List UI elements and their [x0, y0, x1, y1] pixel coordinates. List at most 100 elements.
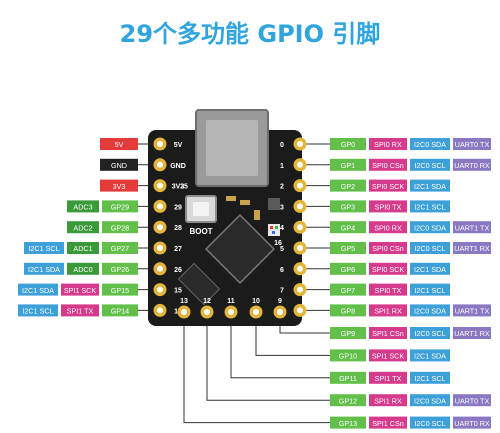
pin-number: 7: [280, 288, 284, 295]
pin-label-box: [330, 242, 366, 254]
pin-pad-hole: [157, 245, 163, 251]
pin-number: 29: [174, 204, 182, 211]
pin-label-text: SPI0 TX: [375, 286, 402, 295]
pin-label-text: GP13: [339, 419, 357, 428]
pin-label-spi: SPI0 RX: [369, 221, 407, 234]
pin-label-text: GP2: [341, 182, 355, 191]
pin-label-box: [100, 179, 138, 192]
pin-label-box: [369, 394, 407, 407]
pin-label-i2c: I2C1 SCL: [18, 304, 58, 317]
pin-label-text: GP27: [111, 244, 129, 253]
pin-label-gpio: GP27: [102, 242, 138, 254]
pin-pad-hole: [157, 182, 163, 189]
pin-label-text: I2C0 SDA: [414, 396, 446, 405]
pin-label-text: GP29: [111, 203, 129, 212]
leader-line: [255, 318, 330, 356]
pin-number: GND: [170, 163, 186, 170]
pin-label-i2c: I2C0 SCL: [410, 158, 450, 171]
pin-label-text: I2C1 SDA: [28, 265, 60, 274]
pin-pad: 29: [153, 199, 182, 213]
pin-label-box: [410, 138, 450, 150]
pin-label-text: GP9: [341, 329, 355, 338]
pin-label-spi: SPI0 CSn: [369, 242, 407, 254]
smd-part: [240, 200, 250, 205]
pin-label-box: [102, 262, 138, 275]
pin-number: 0: [280, 142, 284, 149]
pin-label-uart: UART1 RX: [453, 327, 491, 339]
pin-label-text: I2C0 SCL: [414, 161, 445, 170]
pin-pad-hole: [157, 307, 163, 314]
pin-label-spi: SPI0 RX: [369, 138, 407, 150]
pin-label-text: GP7: [341, 286, 355, 295]
boot-label: BOOT: [189, 227, 212, 236]
pin-number: 11: [227, 298, 235, 305]
leader-lines: [138, 143, 330, 424]
pin-label-adc: ADC3: [67, 200, 99, 213]
pin-label-spi: SPI1 TX: [369, 371, 407, 384]
pin-label-text: SPI0 CSn: [372, 161, 404, 170]
pin-label-box: [330, 327, 366, 339]
pin-label-text: GP8: [341, 307, 355, 316]
pin-pad: 28: [153, 220, 182, 234]
pin-label-box: [369, 179, 407, 192]
pin-label-box: [369, 158, 407, 171]
pin-label-text: GP26: [111, 265, 129, 274]
pin-label-text: I2C1 SDA: [414, 265, 446, 274]
pin-label-box: [410, 327, 450, 339]
pin-label-box: [100, 158, 138, 171]
usb-connector-inner: [206, 120, 258, 176]
pin-label-adc: ADC1: [67, 242, 99, 254]
rgb-led-b: [272, 231, 275, 234]
pin-label-uart: UART0 RX: [453, 416, 491, 429]
pin-label-box: [369, 221, 407, 234]
smd-part: [226, 196, 236, 201]
pin-label-box: [61, 304, 99, 317]
pin-label-uart: UART0 TX: [453, 138, 491, 150]
pin-label-text: GP5: [341, 244, 355, 253]
pin-label-box: [453, 242, 491, 254]
rgb-led-g: [275, 226, 278, 229]
pin-label-text: GP10: [339, 352, 357, 361]
pin-number: 2: [280, 184, 284, 191]
pin-label-i2c: I2C1 SDA: [410, 262, 450, 275]
pin-label-box: [330, 371, 366, 384]
pin-label-box: [369, 138, 407, 150]
pin-label-gpio: GP1: [330, 158, 366, 171]
pin-label-i2c: I2C0 SCL: [410, 242, 450, 254]
pin-label-spi: SPI0 CSn: [369, 158, 407, 171]
flash-chip: [177, 262, 221, 306]
pin-label-text: SPI1 CSn: [372, 329, 404, 338]
pin-label-box: [330, 349, 366, 362]
pin-label-text: UART0 RX: [454, 419, 490, 428]
pin-label-uart: UART1 TX: [453, 304, 491, 317]
pin-label-box: [100, 138, 138, 150]
pin-label-box: [102, 304, 138, 317]
pin-16-label: 16: [274, 240, 282, 247]
pin-label-gpio: GP15: [102, 283, 138, 296]
pin-label-box: [410, 283, 450, 296]
pin-number: 26: [174, 267, 182, 274]
pin-label-i2c: I2C1 SDA: [24, 262, 64, 275]
pin-label-box: [67, 262, 99, 275]
pin-label-i2c: I2C1 SCL: [410, 283, 450, 296]
pin-label-i2c: I2C0 SCL: [410, 327, 450, 339]
pin-label-box: [369, 304, 407, 317]
pin-label-text: SPI0 RX: [374, 140, 402, 149]
pin-label-text: I2C1 SCL: [414, 374, 445, 383]
pin-label-text: SPI0 CSn: [372, 244, 404, 253]
pin-label-spi: SPI1 TX: [61, 304, 99, 317]
pin-label-box: [410, 416, 450, 429]
pin-label-i2c: I2C0 SDA: [410, 304, 450, 317]
pin-label-box: [330, 394, 366, 407]
pin-number: 15: [174, 288, 182, 295]
pin-pad: 12: [200, 298, 214, 319]
pin-label-i2c: I2C1 SDA: [410, 179, 450, 192]
pin-label-gpio: GP12: [330, 394, 366, 407]
pin-label-text: SPI0 SCK: [372, 265, 405, 274]
smd-part: [254, 210, 260, 220]
pin-label-uart: UART1 RX: [453, 242, 491, 254]
pin-label-text: GP1: [341, 161, 355, 170]
pin-label-box: [330, 416, 366, 429]
pin-pad: 26: [153, 262, 182, 276]
pin-pad-hole: [181, 309, 187, 315]
